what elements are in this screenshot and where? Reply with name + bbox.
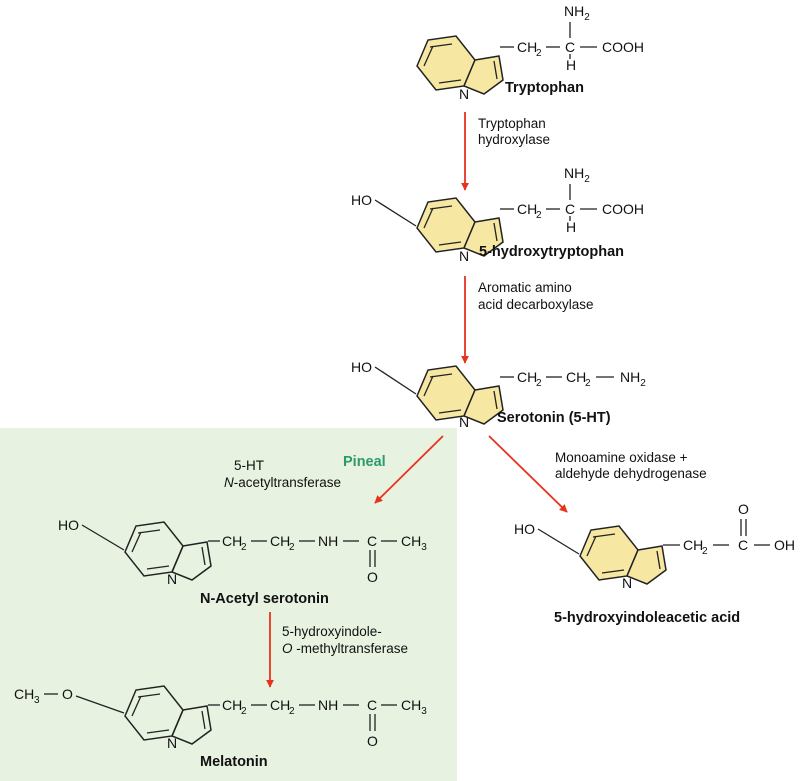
methylene-group: CH (222, 697, 242, 713)
enzyme-label: Tryptophan (478, 116, 546, 131)
compound-name: Serotonin (5-HT) (497, 410, 611, 426)
pineal-region (0, 428, 457, 781)
ring-nitrogen: N (459, 414, 469, 430)
bond (537, 528, 580, 555)
alpha-carbon: C (565, 201, 575, 217)
carbonyl-oxygen: O (367, 733, 378, 749)
methyl-group: CH3 (401, 697, 427, 717)
subscript: 2 (536, 378, 542, 389)
ring-nitrogen: N (459, 86, 469, 102)
ring-nitrogen: N (459, 248, 469, 264)
methylene-group: CH (566, 369, 586, 385)
enzyme-label: acid decarboxylase (478, 297, 594, 312)
enzyme-label: O -methyltransferase (282, 641, 408, 656)
hiaa-structure: HO N CH 2 C O OH 5-hydroxyindoleacetic a… (514, 501, 795, 626)
carbonyl-oxygen: O (738, 501, 749, 517)
enzyme-label: hydroxylase (478, 132, 550, 147)
enzyme-label: aldehyde dehydrogenase (555, 466, 707, 481)
n-acetyl-serotonin-structure: HO N CH 2 CH 2 NH C O CH3 N-Acetyl serot… (58, 517, 427, 607)
amine-group: NH2 (564, 165, 590, 185)
pineal-label: Pineal (343, 454, 386, 470)
carbonyl-oxygen: O (367, 569, 378, 585)
compound-name: Melatonin (200, 754, 268, 770)
compound-name: 5-hydroxyindoleacetic acid (554, 610, 740, 626)
methylene-group: CH (517, 39, 537, 55)
carbonyl-carbon: C (367, 533, 377, 549)
carbonyl-carbon: C (738, 537, 748, 553)
methoxy-methyl: CH (14, 686, 34, 702)
tryptophan-structure: N CH 2 C NH2 H COOH Tryptophan (416, 3, 644, 102)
ring-nitrogen: N (622, 575, 632, 591)
subscript: 2 (241, 542, 247, 553)
subscript: 3 (421, 706, 427, 717)
amine-group: NH2 (564, 3, 590, 23)
subscript: 2 (640, 378, 646, 389)
hydroxyl-group: HO (351, 359, 372, 375)
hydroxyl-group: HO (351, 192, 372, 208)
carboxyl-group: COOH (602, 39, 644, 55)
methylene-group: CH (517, 201, 537, 217)
reaction-arrow (374, 435, 444, 504)
enzyme-label: 5-HT (234, 458, 264, 473)
ring-nitrogen: N (167, 571, 177, 587)
subscript: 2 (536, 210, 542, 221)
subscript: 3 (34, 695, 40, 706)
carboxyl-group: COOH (602, 201, 644, 217)
bond (75, 695, 125, 714)
methoxy-oxygen: O (62, 686, 73, 702)
ring-nitrogen: N (167, 735, 177, 751)
reaction-arrow (488, 435, 568, 513)
methylene-group: CH (270, 533, 290, 549)
compound-name: 5-hydroxytryptophan (479, 244, 624, 260)
alpha-carbon: C (565, 39, 575, 55)
enzyme-label: Aromatic amino (478, 280, 572, 295)
carbonyl-carbon: C (367, 697, 377, 713)
amide-nh: NH (318, 533, 338, 549)
methyl-group: CH3 (401, 533, 427, 553)
bond (374, 366, 417, 395)
hydroxytryptophan-structure: HO N CH 2 C NH2 H COOH 5-hydroxytryptoph… (351, 165, 644, 264)
subscript: 3 (421, 542, 427, 553)
compound-name: Tryptophan (505, 80, 584, 96)
melatonin-structure: CH 3 O N CH 2 CH 2 NH C O CH3 Melatonin (14, 685, 427, 770)
subscript: 2 (702, 546, 708, 557)
compound-name: N-Acetyl serotonin (200, 591, 329, 607)
alpha-hydrogen: H (566, 57, 576, 73)
subscript: 2 (584, 12, 590, 23)
bond (81, 524, 125, 551)
methylene-group: CH (222, 533, 242, 549)
enzyme-label: Monoamine oxidase + (555, 450, 688, 465)
hydroxyl-group: HO (514, 521, 535, 537)
subscript: 2 (585, 378, 591, 389)
hydroxyl-group: HO (58, 517, 79, 533)
subscript: 2 (536, 48, 542, 59)
methylene-group: CH (683, 537, 703, 553)
terminal-hydroxyl: OH (774, 537, 795, 553)
subscript: 2 (584, 174, 590, 185)
enzyme-label: 5-hydroxyindole- (282, 624, 382, 639)
serotonin-structure: HO N CH 2 CH 2 NH2 Serotonin (5-HT) (351, 359, 646, 430)
alpha-hydrogen: H (566, 219, 576, 235)
bond (374, 199, 417, 227)
subscript: 2 (241, 706, 247, 717)
enzyme-label: N-acetyltransferase (224, 475, 341, 490)
subscript: 2 (289, 706, 295, 717)
amine-group: NH2 (620, 369, 646, 389)
subscript: 2 (289, 542, 295, 553)
methylene-group: CH (517, 369, 537, 385)
amide-nh: NH (318, 697, 338, 713)
methylene-group: CH (270, 697, 290, 713)
